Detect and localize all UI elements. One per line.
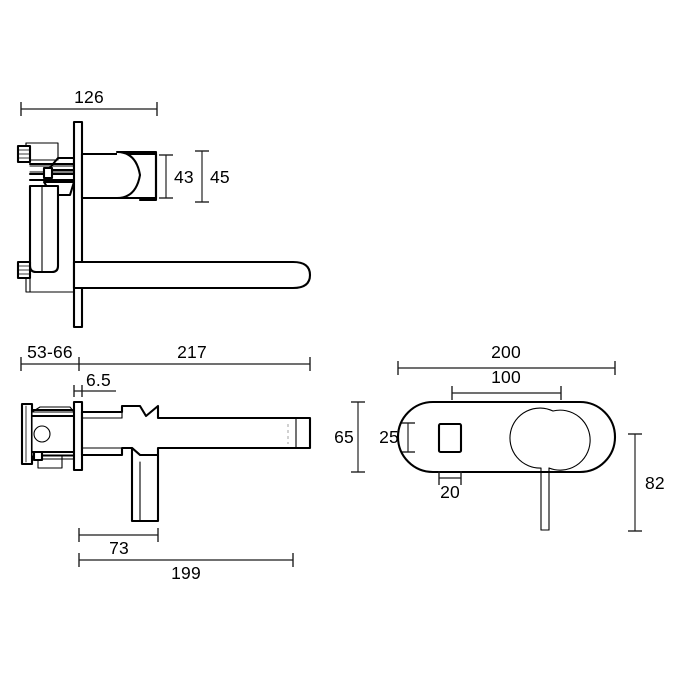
face-plate-square-button[interactable] [437,422,463,454]
dimension-43: 43 [159,154,194,199]
side-lever-handle [130,446,160,523]
dimension-73-label: 73 [109,538,129,558]
dimension-20-label: 20 [440,482,460,502]
view-side-section: 53-66 217 6.5 [20,342,312,583]
dimension-45-label: 45 [210,167,230,187]
dimension-45: 45 [195,150,230,203]
dimension-199-label: 199 [171,563,201,583]
dimension-126-label: 126 [74,87,104,107]
front-lever-hub [80,150,158,202]
dimension-82-label: 82 [645,473,665,493]
dimension-217-label: 217 [177,342,207,362]
dimension-200-label: 200 [491,342,521,362]
dimension-65-label: 65 [334,427,354,447]
dimension-25: 25 [379,422,415,453]
dimension-53-66-label: 53-66 [27,342,73,362]
side-wall-plate [72,400,84,472]
dimension-25-label: 25 [379,427,399,447]
front-valve-body [16,142,76,293]
dimension-6-5-label: 6.5 [86,370,111,390]
front-wall-plate [72,120,84,329]
dimension-65: 65 [334,401,365,473]
face-plate-outline [396,400,617,474]
dimension-6-5: 6.5 [73,370,116,397]
dimension-126: 126 [20,87,158,116]
face-plate-lever-handle[interactable] [509,407,591,531]
view-face-plate: 200 100 65 25 [334,342,665,532]
dimension-82: 82 [628,433,665,532]
side-valve-body [20,402,76,469]
dimension-100-label: 100 [491,367,521,387]
dimension-20: 20 [438,471,462,502]
dimension-43-label: 43 [174,167,194,187]
front-spout [72,260,312,290]
view-front-elevation: 126 [16,87,312,329]
dimension-73: 73 [78,528,159,558]
side-spout-arm [80,404,312,457]
dimension-217: 217 [79,342,311,371]
dimension-100: 100 [451,367,562,400]
dimension-199: 199 [78,553,294,583]
dimension-200: 200 [397,342,616,375]
dimension-53-66: 53-66 [20,342,80,371]
